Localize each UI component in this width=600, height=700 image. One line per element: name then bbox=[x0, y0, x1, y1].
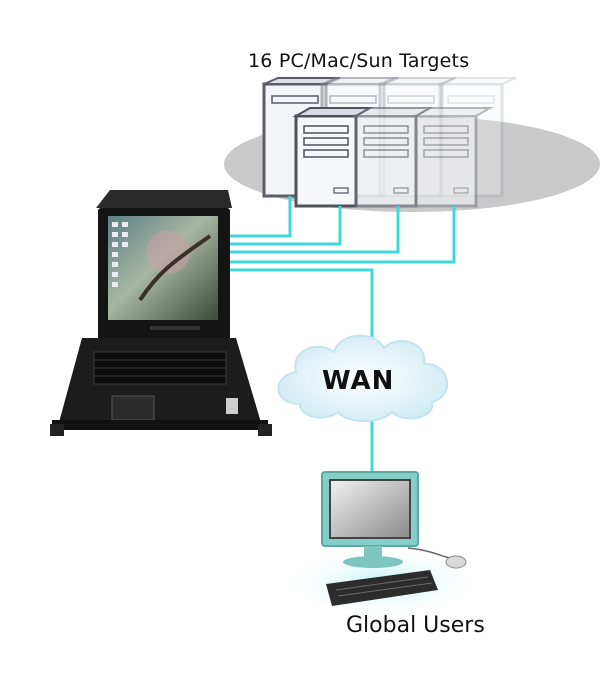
global-user-workstation bbox=[290, 471, 474, 616]
cable-to-target-2 bbox=[226, 206, 342, 246]
console-touchpad bbox=[111, 395, 155, 421]
targets-label: 16 PC/Mac/Sun Targets bbox=[248, 50, 470, 72]
cable-to-target-4 bbox=[226, 206, 456, 264]
connection-cables bbox=[226, 196, 456, 472]
kvm-console-drawer bbox=[50, 190, 272, 436]
server-tower-front-3 bbox=[412, 107, 494, 208]
wan-cloud bbox=[277, 334, 449, 422]
user-mouse bbox=[445, 555, 467, 569]
wan-label: WAN bbox=[322, 366, 395, 396]
cable-to-target-3 bbox=[226, 206, 400, 254]
user-keyboard bbox=[326, 570, 438, 606]
global-users-label: Global Users bbox=[346, 613, 485, 638]
user-monitor-screen bbox=[329, 479, 411, 539]
server-tower-front-2 bbox=[352, 107, 434, 208]
server-tower-front-1 bbox=[292, 107, 374, 208]
cable-to-target-1 bbox=[226, 196, 292, 238]
cable-to-wan bbox=[226, 268, 374, 350]
